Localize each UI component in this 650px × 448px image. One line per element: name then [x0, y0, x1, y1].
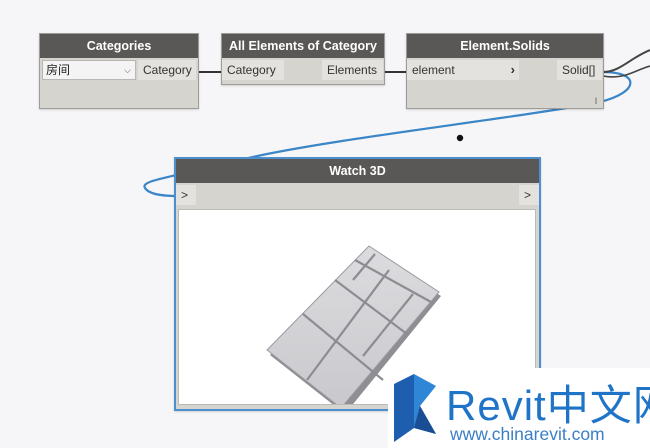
cursor-dot	[456, 134, 464, 142]
port-label: Solid[]	[562, 63, 596, 77]
output-port-solids[interactable]: Solid[]	[557, 60, 602, 80]
port-label: Category	[227, 63, 276, 77]
port-label: >	[181, 188, 189, 202]
lacing-marker: l	[595, 96, 597, 106]
category-dropdown[interactable]: 房间 ⌵	[42, 60, 136, 80]
chevron-down-icon: ⌵	[124, 65, 131, 75]
output-port-elements[interactable]: Elements	[322, 60, 383, 80]
watermark: Revit中文网 www.chinarevit.com	[388, 368, 650, 448]
port-label: >	[524, 188, 532, 202]
input-port-watch[interactable]: >	[176, 185, 196, 205]
output-port-category[interactable]: Category	[138, 60, 196, 80]
node-watch-3d[interactable]: Watch 3D > >	[174, 157, 541, 414]
node-title: All Elements of Category	[222, 34, 384, 58]
watermark-brand: Revit中文网	[446, 382, 650, 429]
3d-preview-viewport[interactable]	[178, 209, 536, 414]
chevron-right-icon: ›	[510, 62, 515, 77]
node-body: element › Solid[] l	[407, 58, 603, 108]
node-all-elements-of-category[interactable]: All Elements of Category Category Elemen…	[221, 33, 385, 85]
output-port-watch[interactable]: >	[519, 185, 539, 205]
input-port-element[interactable]: element ›	[407, 60, 519, 80]
node-element-solids[interactable]: Element.Solids element › Solid[] l	[406, 33, 604, 109]
node-categories[interactable]: Categories 房间 ⌵ Category	[39, 33, 199, 109]
dropdown-value: 房间	[46, 63, 71, 77]
wire-offscreen-right	[602, 49, 650, 73]
wire-offscreen-right-2	[602, 65, 650, 78]
port-label: Elements	[327, 63, 378, 77]
node-title: Element.Solids	[407, 34, 603, 58]
node-title: Watch 3D	[176, 159, 539, 183]
room-solids-preview	[266, 245, 441, 414]
port-label: Category	[143, 63, 192, 77]
node-body: > >	[176, 183, 539, 414]
node-body: Category Elements	[222, 58, 384, 84]
port-label: element	[412, 63, 455, 77]
node-body: 房间 ⌵ Category	[40, 58, 198, 108]
revit-logo-icon	[394, 374, 436, 442]
watermark-url: www.chinarevit.com	[450, 424, 605, 444]
wire-solids-to-watch3d[interactable]	[143, 70, 632, 198]
input-port-category[interactable]: Category	[222, 60, 284, 80]
node-title: Categories	[40, 34, 198, 58]
